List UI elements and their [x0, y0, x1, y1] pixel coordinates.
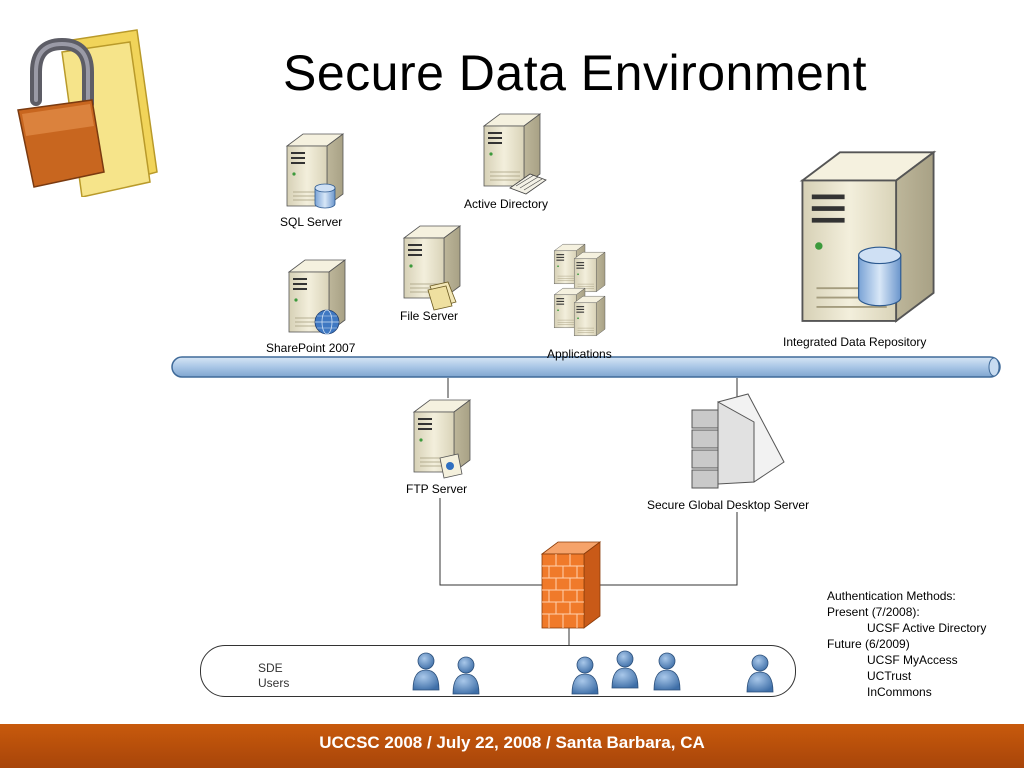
firewall-icon: [540, 541, 602, 629]
sql-server-label: SQL Server: [280, 215, 343, 229]
user-icon: [611, 650, 639, 689]
ftp-server-icon: [413, 399, 471, 479]
auth-future-item: UCTrust: [867, 669, 912, 683]
user-icon: [452, 656, 480, 695]
applications-label: Applications: [547, 347, 612, 361]
auth-present-item: UCSF Active Directory: [867, 621, 987, 635]
integrated-data-repository-icon: [801, 151, 935, 323]
user-icon: [653, 652, 681, 691]
footer-bar: [0, 724, 1024, 768]
applications-servers-icon: [553, 243, 606, 337]
user-icon: [571, 656, 599, 695]
integrated-data-repository-label: Integrated Data Repository: [783, 335, 927, 349]
active-directory-label: Active Directory: [464, 197, 549, 211]
sharepoint-label: SharePoint 2007: [266, 341, 356, 355]
active-directory-icon: [483, 113, 547, 195]
authentication-methods: Authentication Methods: Present (7/2008)…: [827, 588, 986, 700]
auth-present: Present (7/2008):: [827, 605, 920, 619]
footer-text: UCCSC 2008 / July 22, 2008 / Santa Barba…: [319, 733, 705, 752]
user-icon: [412, 652, 440, 691]
sharepoint-server-icon: [288, 259, 346, 335]
auth-heading: Authentication Methods:: [827, 589, 956, 603]
lock-folder-icon: [17, 29, 158, 197]
auth-future-item: InCommons: [867, 685, 932, 699]
file-server-label: File Server: [400, 309, 459, 323]
file-server-icon: [403, 225, 461, 311]
network-bus: [171, 356, 1001, 378]
ftp-server-label: FTP Server: [406, 482, 468, 496]
page-title: Secure Data Environment: [282, 45, 867, 101]
sql-server-icon: [286, 133, 344, 209]
secure-global-desktop-server-label: Secure Global Desktop Server: [647, 498, 810, 512]
secure-global-desktop-server-icon: [691, 393, 785, 489]
sde-users-label: SDE Users: [258, 661, 290, 690]
user-icon: [746, 654, 774, 693]
auth-future-item: UCSF MyAccess: [867, 653, 958, 667]
sde-users-group: [200, 645, 796, 697]
auth-future: Future (6/2009): [827, 637, 910, 651]
